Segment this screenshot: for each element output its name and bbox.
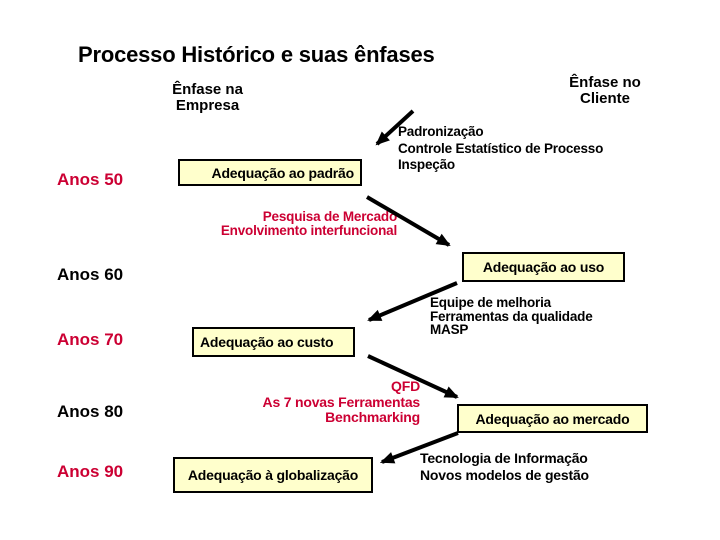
annotation-line: Benchmarking [325, 409, 420, 425]
annotation-anos90-tools: Tecnologia de Informação Novos modelos d… [420, 450, 589, 483]
decade-label-anos-90: Anos 90 [57, 462, 124, 481]
annotation-anos70-tools: Equipe de melhoria Ferramentas da qualid… [430, 296, 593, 337]
annotation-line: QFD [391, 378, 420, 394]
annotation-line: Controle Estatístico de Processo [398, 140, 604, 156]
annotation-line: Pesquisa de Mercado [262, 209, 397, 224]
annotation-line: Padronização [398, 124, 484, 139]
emphasis-client-line2: Cliente [579, 90, 630, 107]
annotation-line: Envolvimento interfuncional [220, 223, 397, 238]
annotation-anos80-tools: QFD As 7 novas Ferramentas Benchmarking [240, 378, 421, 426]
page-title: Processo Histórico e suas ênfases [78, 42, 435, 67]
decade-label-anos-70: Anos 70 [57, 330, 124, 349]
decade-label-anos-80: Anos 80 [57, 402, 124, 421]
annotation-line: MASP [430, 322, 469, 337]
annotation-anos50-tools: Padronização Controle Estatístico de Pro… [398, 124, 603, 174]
annotation-line: Inspeção [398, 157, 455, 172]
decade-label-anos-50: Anos 50 [57, 170, 124, 189]
annotation-line: Equipe de melhoria [430, 295, 551, 310]
box-adequacao-a-globalizacao: Adequação à globalização [173, 457, 373, 493]
annotation-anos60-tools: Pesquisa de Mercado Envolvimento interfu… [200, 210, 397, 238]
annotation-line: Novos modelos de gestão [420, 466, 589, 483]
annotation-line: Ferramentas da qualidade [430, 308, 593, 324]
emphasis-company-line1: Ênfase na [172, 81, 243, 98]
box-adequacao-ao-custo: Adequação ao custo [192, 327, 355, 357]
emphasis-client-label: Ênfase no Cliente [550, 75, 660, 107]
emphasis-company-label: Ênfase na Empresa [150, 82, 265, 114]
emphasis-client-line1: Ênfase no [569, 74, 641, 91]
box-adequacao-ao-mercado: Adequação ao mercado [457, 404, 648, 433]
emphasis-company-line2: Empresa [175, 97, 240, 114]
annotation-line: Tecnologia de Informação [420, 450, 588, 466]
box-adequacao-ao-uso: Adequação ao uso [462, 252, 625, 282]
box-adequacao-ao-padrao: Adequação ao padrão [178, 159, 362, 186]
decade-label-anos-60: Anos 60 [57, 265, 124, 284]
annotation-line: As 7 novas Ferramentas [262, 393, 421, 410]
